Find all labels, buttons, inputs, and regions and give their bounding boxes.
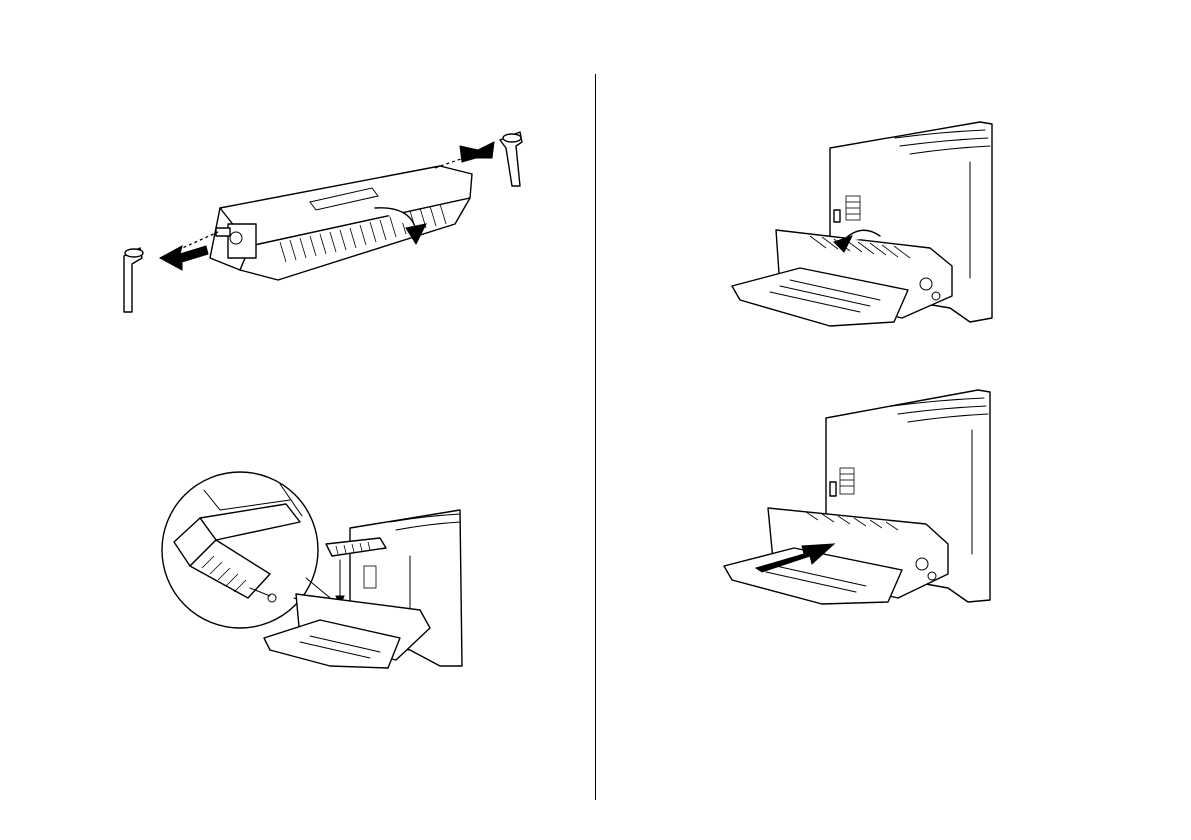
figure-push-drawer-closed	[722, 384, 992, 606]
printer-open-drawer-illustration	[730, 118, 995, 328]
figure-insert-cartridge-detail	[160, 470, 465, 670]
figure-cartridge-remove-caps	[110, 128, 540, 318]
printer-close-drawer-illustration	[722, 384, 992, 606]
column-divider	[595, 74, 596, 800]
toner-cartridge-illustration	[110, 128, 540, 318]
cartridge-install-detail-illustration	[160, 470, 465, 670]
figure-fuser-open-cover	[730, 118, 995, 328]
